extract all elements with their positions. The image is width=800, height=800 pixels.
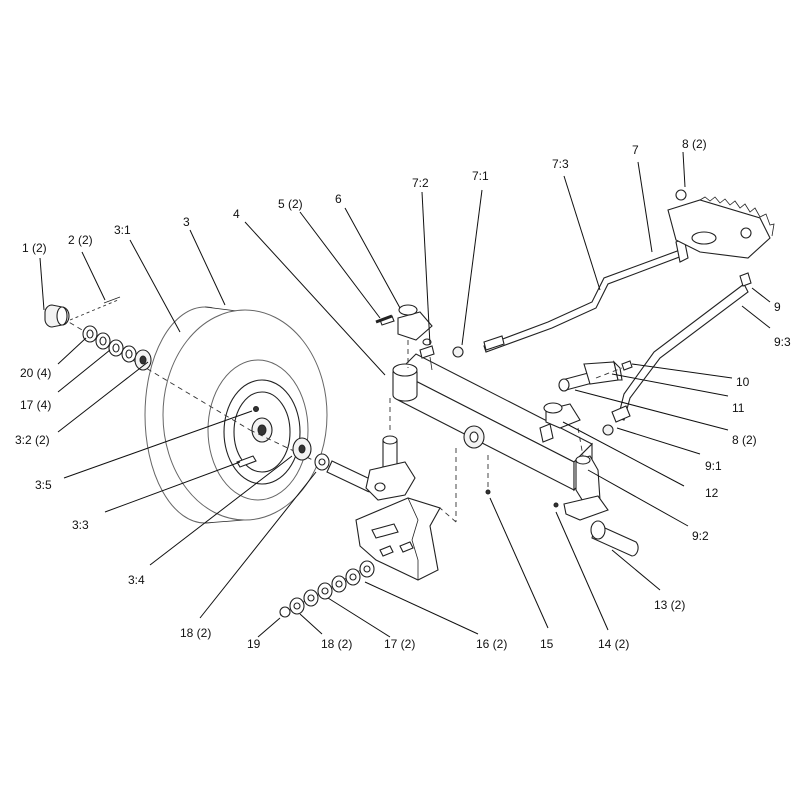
- sector-plate: [667, 199, 771, 259]
- callout-3: 3: [183, 215, 190, 229]
- pivot-screw: [621, 360, 633, 371]
- sector-hole: [691, 231, 717, 245]
- callout-19: 19: [247, 637, 261, 651]
- callout-3-5: 3:5: [35, 478, 52, 492]
- drag-link-rod: [483, 249, 683, 353]
- callout-18-left: 18 (2): [180, 626, 211, 640]
- sector-nut: [675, 189, 687, 201]
- drag-link: [419, 237, 689, 359]
- callout-2: 2 (2): [68, 233, 93, 247]
- callout-18-bottom: 18 (2): [321, 637, 352, 651]
- callout-9-1: 9:1: [705, 459, 722, 473]
- valve-stem: [253, 406, 259, 412]
- grease-fitting: [485, 489, 491, 495]
- ball-joint-left: [419, 345, 435, 359]
- callout-1: 1 (2): [22, 241, 47, 255]
- callout-10: 10: [736, 375, 750, 389]
- skid-plate-body: [355, 497, 441, 581]
- callout-labels: 1 (2) 2 (2) 3:1 3 4 5 (2) 6 7:2 7:1 7:3 …: [15, 137, 791, 651]
- tire-assembly: [144, 306, 328, 524]
- jam-nut: [452, 346, 464, 358]
- callout-14: 14 (2): [598, 637, 629, 651]
- steering-sector: [667, 189, 775, 259]
- callout-7-3: 7:3: [552, 157, 569, 171]
- cotter-pin: [103, 296, 121, 304]
- rod-thread: [483, 335, 505, 351]
- callout-17-left: 17 (4): [20, 398, 51, 412]
- tie-rod: [602, 272, 752, 436]
- pivot-bracket: [583, 361, 619, 385]
- tie-rod-thread: [611, 405, 631, 423]
- axle-bushing: [590, 520, 606, 540]
- callout-8-top: 8 (2): [682, 137, 707, 151]
- retaining-ring: [279, 606, 291, 618]
- left-spindle: [365, 363, 418, 501]
- callout-3-4: 3:4: [128, 573, 145, 587]
- callout-9-3: 9:3: [774, 335, 791, 349]
- callout-8-mid: 8 (2): [732, 433, 757, 447]
- callout-3-3: 3:3: [72, 518, 89, 532]
- callout-20: 20 (4): [20, 366, 51, 380]
- spindle-foot: [563, 495, 609, 521]
- callout-3-2: 3:2 (2): [15, 433, 50, 447]
- callout-9: 9: [774, 300, 781, 314]
- callout-7-2: 7:2: [412, 176, 429, 190]
- callout-17-bottom: 17 (2): [384, 637, 415, 651]
- spindle-knuckle: [365, 461, 416, 501]
- screw-5: [375, 314, 393, 324]
- callout-5: 5 (2): [278, 197, 303, 211]
- callout-11: 11: [732, 401, 745, 415]
- lower-washer-stack: [279, 560, 375, 618]
- rim-fitting: [236, 455, 257, 468]
- tie-rod-end-upper: [739, 272, 752, 287]
- steering-arm-plate: [397, 311, 433, 341]
- callout-13: 13 (2): [654, 598, 685, 612]
- tie-rod-bar: [617, 283, 749, 421]
- spindle-pin: [539, 423, 554, 443]
- callout-9-2: 9:2: [692, 529, 709, 543]
- skid-slot-1: [371, 523, 399, 539]
- leader-lines: [39, 151, 771, 638]
- callout-15: 15: [540, 637, 554, 651]
- callout-16: 16 (2): [476, 637, 507, 651]
- callout-12: 12: [705, 486, 719, 500]
- callout-7: 7: [632, 143, 639, 157]
- callout-6: 6: [335, 192, 342, 206]
- right-spindle: [539, 402, 639, 557]
- skid-slot-2: [379, 545, 394, 557]
- skid-plate: [355, 497, 457, 581]
- tie-rod-nut: [602, 424, 614, 436]
- callout-7-1: 7:1: [472, 169, 489, 183]
- screw-14: [553, 502, 559, 508]
- callout-4: 4: [233, 207, 240, 221]
- left-hardware: [44, 296, 251, 431]
- hub-bore: [257, 424, 267, 436]
- callout-3-1: 3:1: [114, 223, 131, 237]
- sector-teeth: [699, 196, 775, 237]
